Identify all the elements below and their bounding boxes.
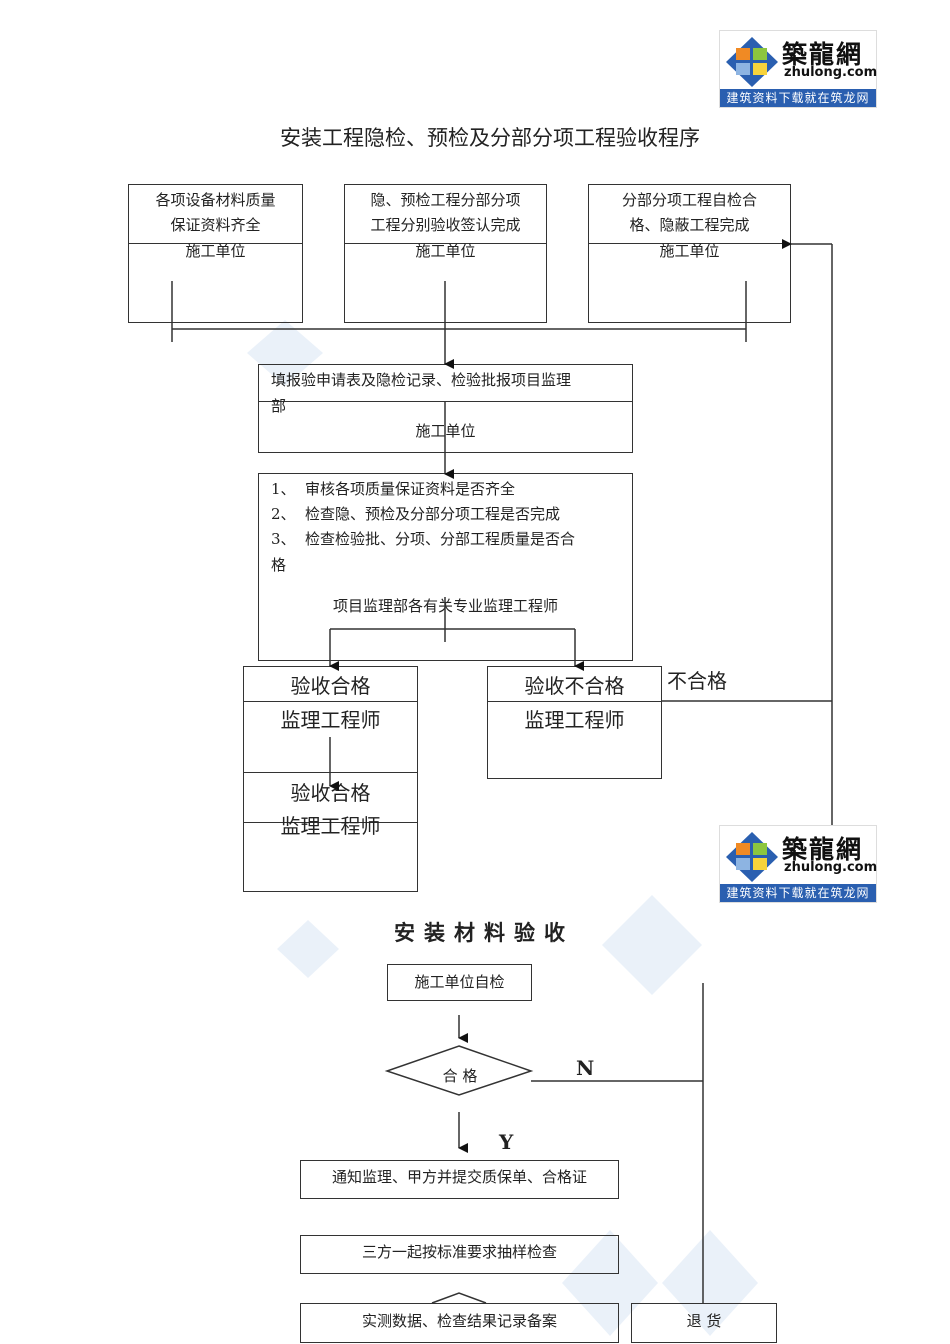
record-label: 实测数据、检查结果记录备案	[361, 1312, 557, 1330]
divider	[243, 822, 418, 823]
fail-box-title: 验收不合格	[524, 674, 625, 698]
return-box	[631, 1303, 777, 1343]
watermark-icon	[602, 895, 702, 995]
top-box-selfcheck-line2: 格、隐蔽工程完成	[629, 216, 750, 234]
watermark-icon	[562, 1230, 658, 1336]
diagram2-title: 安装材料验收	[394, 921, 574, 945]
top-box-materials-line2: 保证资料齐全	[170, 216, 261, 234]
logo-domain: zhulong.com	[784, 65, 878, 80]
divider	[128, 243, 303, 244]
yes-label: Y	[499, 1130, 514, 1154]
watermark-icon	[277, 920, 339, 978]
sample-box	[300, 1235, 619, 1274]
diagram1-title: 安装工程隐检、预检及分部分项工程验收程序	[280, 126, 700, 150]
divider	[487, 701, 662, 702]
submit-box-role: 施工单位	[415, 422, 476, 440]
top-box-inspection-role: 施工单位	[415, 242, 476, 260]
pass-box-role: 监理工程师	[280, 708, 381, 732]
divider	[258, 401, 633, 402]
review-box	[258, 473, 633, 661]
top-box-selfcheck-line1: 分部分项工程自检合	[621, 191, 757, 209]
decision-label: 合 格	[442, 1067, 478, 1085]
watermark-icon	[247, 320, 323, 386]
zhulong-logo: 築龍網 zhulong.com 建筑资料下载就在筑龙网	[719, 30, 877, 108]
review-item-text: 检查隐、预检及分部分项工程是否完成	[305, 505, 561, 523]
pass-box2-role: 监理工程师	[280, 814, 381, 838]
top-box-selfcheck-role: 施工单位	[659, 242, 720, 260]
self-check-label: 施工单位自检	[414, 973, 505, 991]
top-box-materials	[128, 184, 303, 323]
sample-label: 三方一起按标准要求抽样检查	[361, 1243, 557, 1261]
divider	[588, 243, 791, 244]
watermark-icon	[662, 1230, 758, 1336]
logo-name: 築龍網	[782, 835, 864, 864]
zhulong-logo: 築龍網 zhulong.com 建筑资料下载就在筑龙网	[719, 825, 877, 903]
divider	[243, 701, 418, 702]
logo-name: 築龍網	[782, 40, 864, 69]
review-item-text: 审核各项质量保证资料是否齐全	[305, 480, 516, 498]
submit-box-line2: 部	[271, 397, 287, 415]
logo-slogan: 建筑资料下载就在筑龙网	[720, 89, 876, 107]
pass-box-title: 验收合格	[290, 674, 371, 698]
logo-slogan: 建筑资料下载就在筑龙网	[720, 884, 876, 902]
top-box-inspection-line1: 隐、预检工程分部分项	[370, 191, 521, 209]
no-label: N	[576, 1056, 595, 1080]
submit-box-line1: 填报验申请表及隐检记录、检验批报项目监理	[271, 371, 572, 389]
review-item-num: 2、	[271, 505, 296, 523]
review-box-role: 项目监理部各有关专业监理工程师	[332, 597, 558, 615]
return-label: 退 货	[686, 1312, 722, 1330]
top-box-inspection-line2: 工程分别验收签认完成	[370, 216, 521, 234]
connector	[431, 1292, 487, 1304]
review-item-overflow: 格	[271, 556, 287, 574]
top-box-materials-line1: 各项设备材料质量	[155, 191, 276, 209]
logo-mark-icon	[726, 832, 778, 882]
notify-label: 通知监理、甲方并提交质保单、合格证	[331, 1168, 587, 1186]
logo-mark-icon	[726, 37, 778, 87]
top-box-selfcheck	[588, 184, 791, 323]
review-item-text: 检查检验批、分项、分部工程质量是否合	[305, 530, 576, 548]
pass-box2-title: 验收合格	[290, 781, 371, 805]
top-box-materials-role: 施工单位	[185, 242, 246, 260]
divider	[344, 243, 547, 244]
fail-label: 不合格	[667, 669, 727, 693]
divider	[243, 772, 418, 773]
logo-domain: zhulong.com	[784, 860, 878, 875]
review-item-num: 1、	[271, 480, 296, 498]
review-item-num: 3、	[271, 530, 296, 548]
notify-box	[300, 1160, 619, 1199]
fail-box-role: 监理工程师	[524, 708, 625, 732]
self-check-box	[387, 964, 532, 1001]
